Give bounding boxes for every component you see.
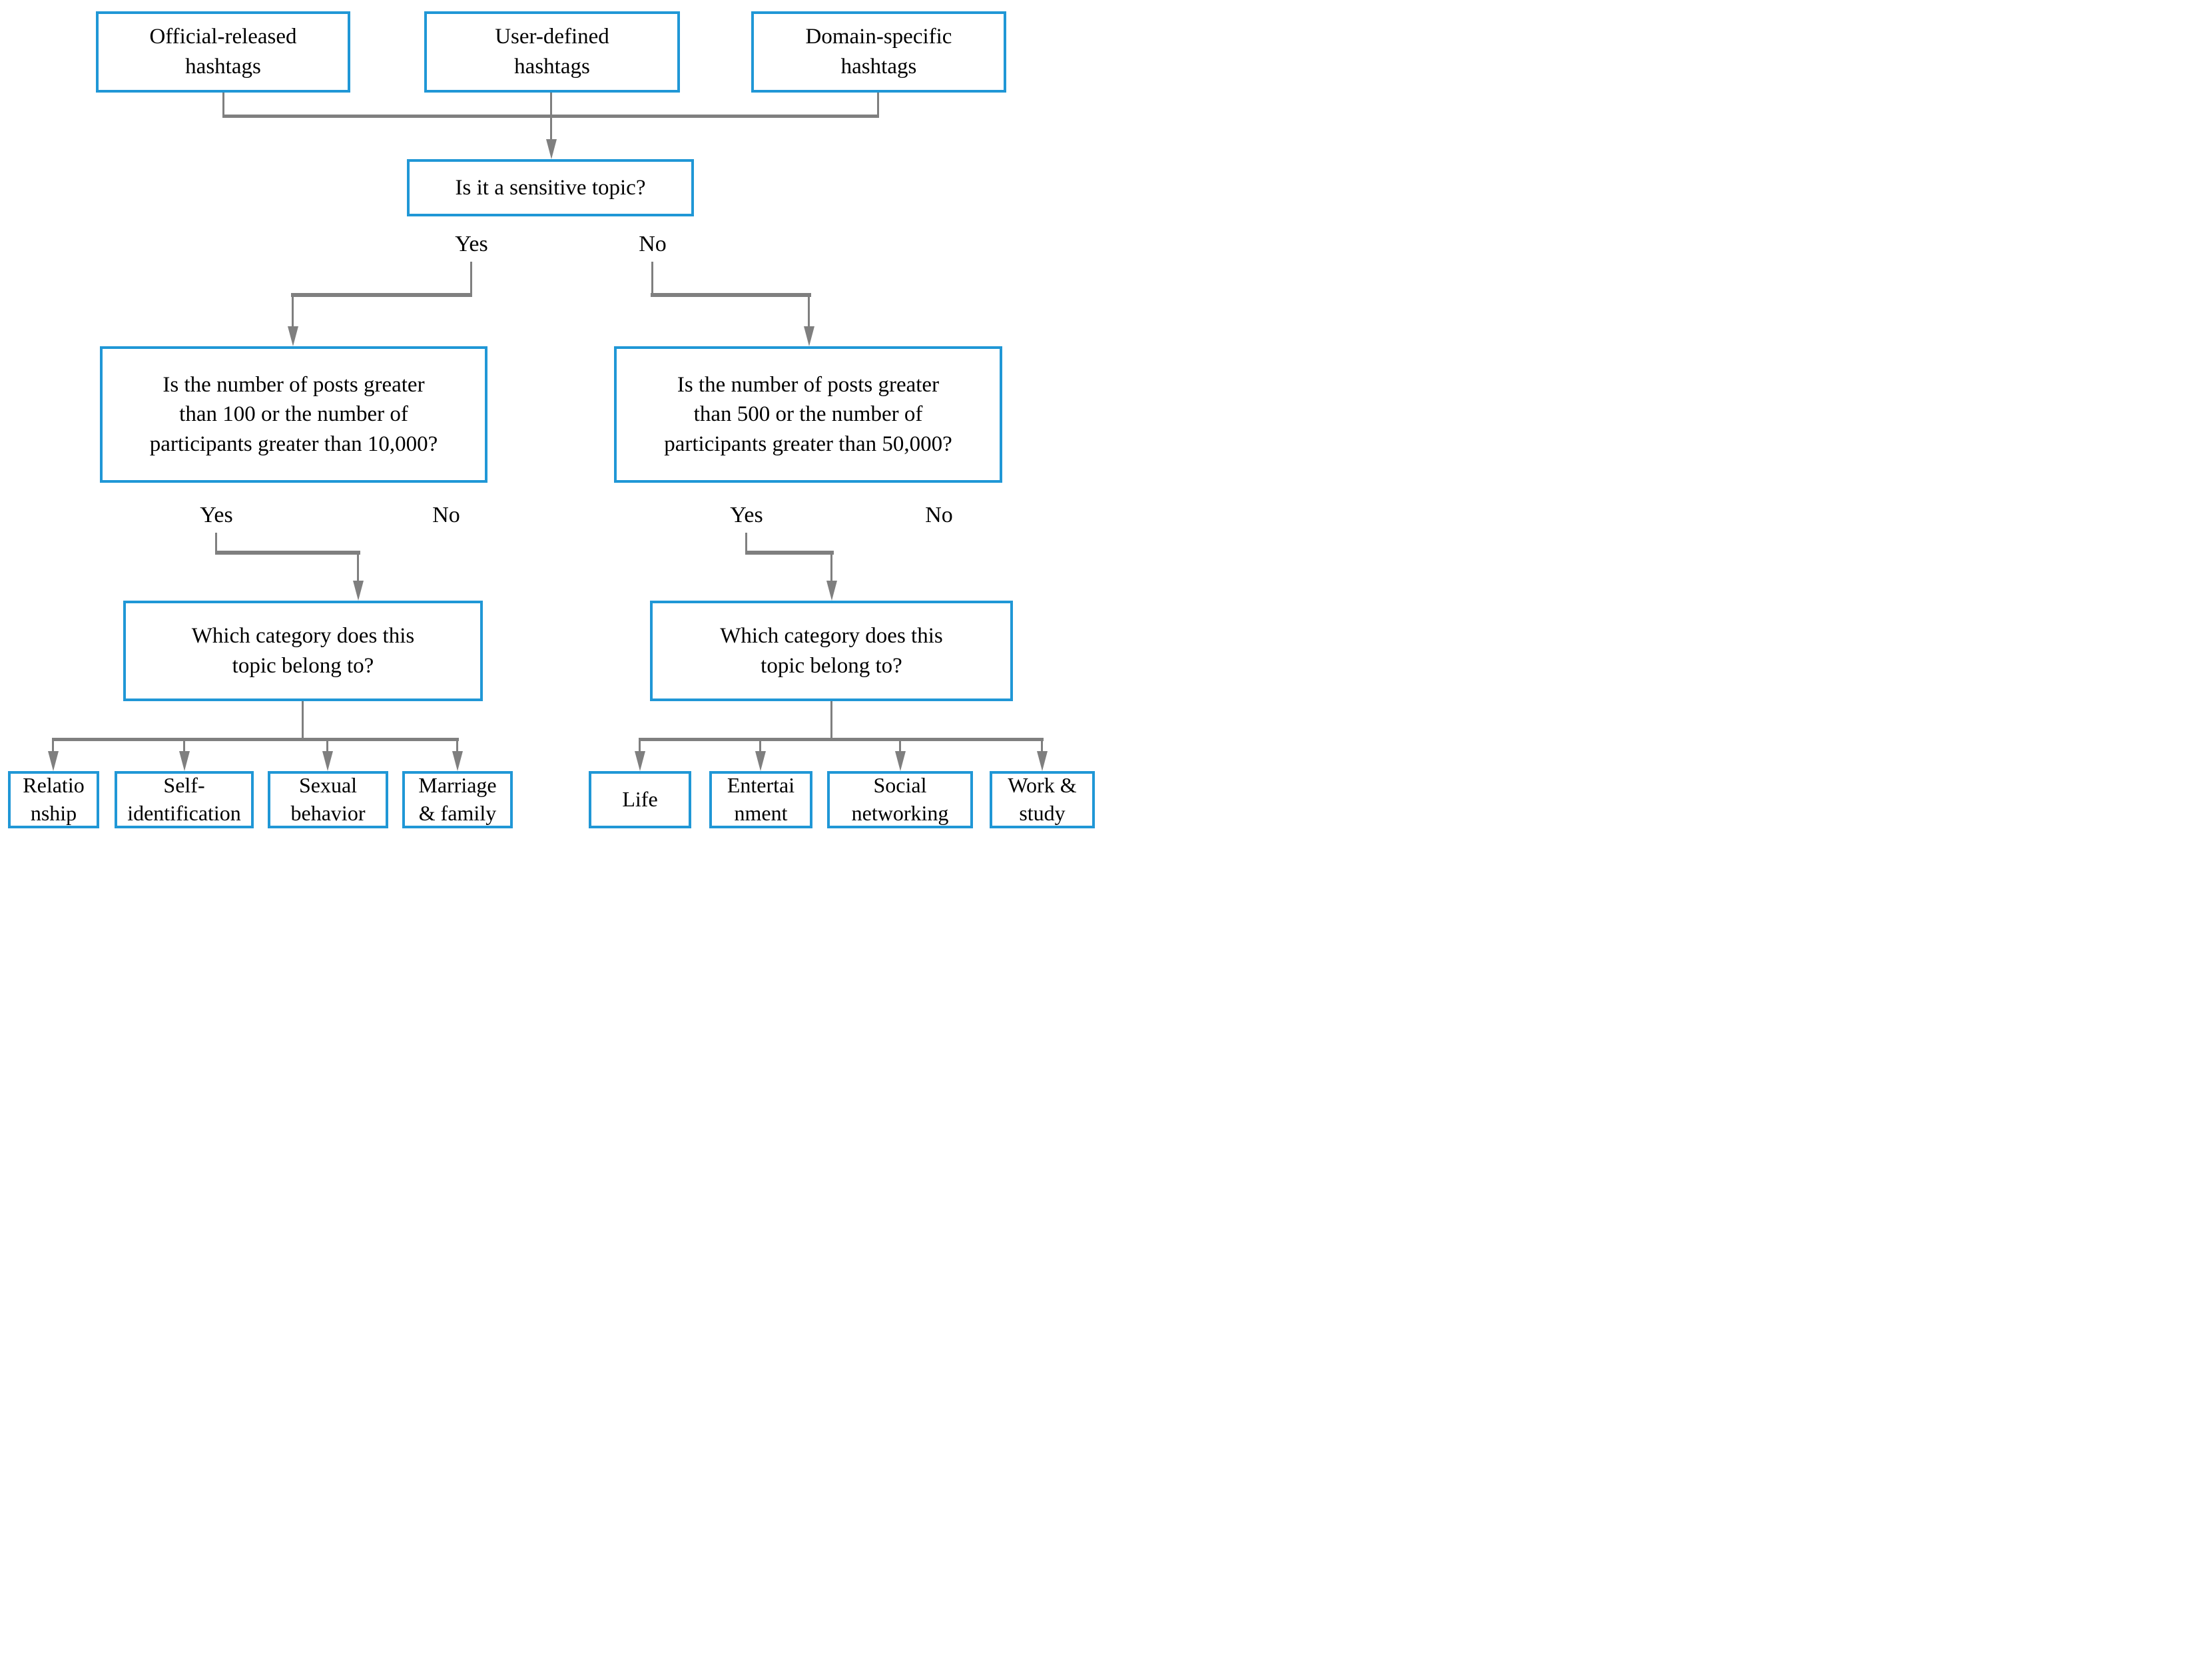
connector-sensitive-yes-stem bbox=[470, 262, 472, 295]
arrowhead-down-icon bbox=[804, 326, 814, 346]
connector-leaf-drop bbox=[899, 738, 901, 754]
connector-right-yes-drop bbox=[830, 551, 832, 582]
connector-user-to-sensitive bbox=[550, 93, 552, 140]
arrowhead-down-icon bbox=[755, 751, 766, 771]
connector-leaf-drop bbox=[1041, 738, 1043, 754]
arrowhead-down-icon bbox=[635, 751, 645, 771]
branch-label-left-yes: Yes bbox=[200, 503, 233, 527]
node-domain-hashtags: Domain-specific hashtags bbox=[751, 11, 1006, 93]
arrowhead-down-icon bbox=[452, 751, 463, 771]
connector-domain-stub bbox=[877, 93, 879, 118]
connector-leaf-drop bbox=[183, 738, 185, 754]
node-sexual-behavior: Sexual behavior bbox=[268, 771, 388, 828]
node-work-study: Work & study bbox=[990, 771, 1095, 828]
connector-right-yes-elbow bbox=[745, 551, 834, 555]
branch-label-right-yes: Yes bbox=[730, 503, 763, 527]
node-user-hashtags: User-defined hashtags bbox=[424, 11, 680, 93]
connector-left-category-dist bbox=[52, 738, 459, 741]
connector-leaf-drop bbox=[456, 738, 458, 754]
connector-leaf-drop bbox=[326, 738, 328, 754]
node-marriage-family: Marriage & family bbox=[402, 771, 513, 828]
arrowhead-down-icon bbox=[353, 581, 364, 601]
connector-sensitive-no-elbow bbox=[651, 293, 811, 297]
node-self-identification: Self- identification bbox=[115, 771, 254, 828]
connector-right-category-stub bbox=[830, 701, 832, 740]
node-relationship: Relatio nship bbox=[8, 771, 99, 828]
arrowhead-down-icon bbox=[322, 751, 333, 771]
connector-left-yes-stem bbox=[215, 533, 217, 553]
arrowhead-down-icon bbox=[546, 139, 557, 159]
arrowhead-down-icon bbox=[179, 751, 190, 771]
branch-label-right-no: No bbox=[925, 503, 953, 527]
connector-leaf-drop bbox=[639, 738, 641, 754]
connector-sensitive-no-stem bbox=[651, 262, 653, 295]
node-entertainment: Entertai nment bbox=[709, 771, 812, 828]
arrowhead-down-icon bbox=[895, 751, 906, 771]
connector-official-stub bbox=[222, 93, 224, 118]
connector-left-category-stub bbox=[302, 701, 304, 740]
arrowhead-down-icon bbox=[48, 751, 59, 771]
connector-left-yes-elbow bbox=[215, 551, 360, 555]
connector-leaf-drop bbox=[52, 738, 54, 754]
connector-leaf-drop bbox=[759, 738, 761, 754]
node-social-networking: Social networking bbox=[827, 771, 973, 828]
connector-right-yes-stem bbox=[745, 533, 747, 553]
connector-right-category-dist bbox=[639, 738, 1044, 741]
connector-left-yes-drop bbox=[357, 551, 359, 582]
node-category-question-right: Which category does this topic belong to… bbox=[650, 601, 1013, 701]
node-category-question-left: Which category does this topic belong to… bbox=[123, 601, 483, 701]
node-posts-500-question: Is the number of posts greater than 500 … bbox=[614, 346, 1002, 483]
connector-sensitive-no-drop bbox=[808, 293, 810, 328]
node-posts-100-question: Is the number of posts greater than 100 … bbox=[100, 346, 487, 483]
arrowhead-down-icon bbox=[826, 581, 837, 601]
connector-sensitive-yes-elbow bbox=[291, 293, 472, 297]
arrowhead-down-icon bbox=[288, 326, 298, 346]
connector-sensitive-yes-drop bbox=[292, 293, 294, 328]
flowchart-figure: Official-released hashtags User-defined … bbox=[0, 0, 1102, 840]
branch-label-sensitive-no: No bbox=[639, 232, 667, 256]
branch-label-sensitive-yes: Yes bbox=[455, 232, 488, 256]
branch-label-left-no: No bbox=[432, 503, 460, 527]
node-life: Life bbox=[589, 771, 691, 828]
arrowhead-down-icon bbox=[1037, 751, 1048, 771]
node-sensitive-question: Is it a sensitive topic? bbox=[407, 159, 694, 216]
node-official-hashtags: Official-released hashtags bbox=[96, 11, 350, 93]
